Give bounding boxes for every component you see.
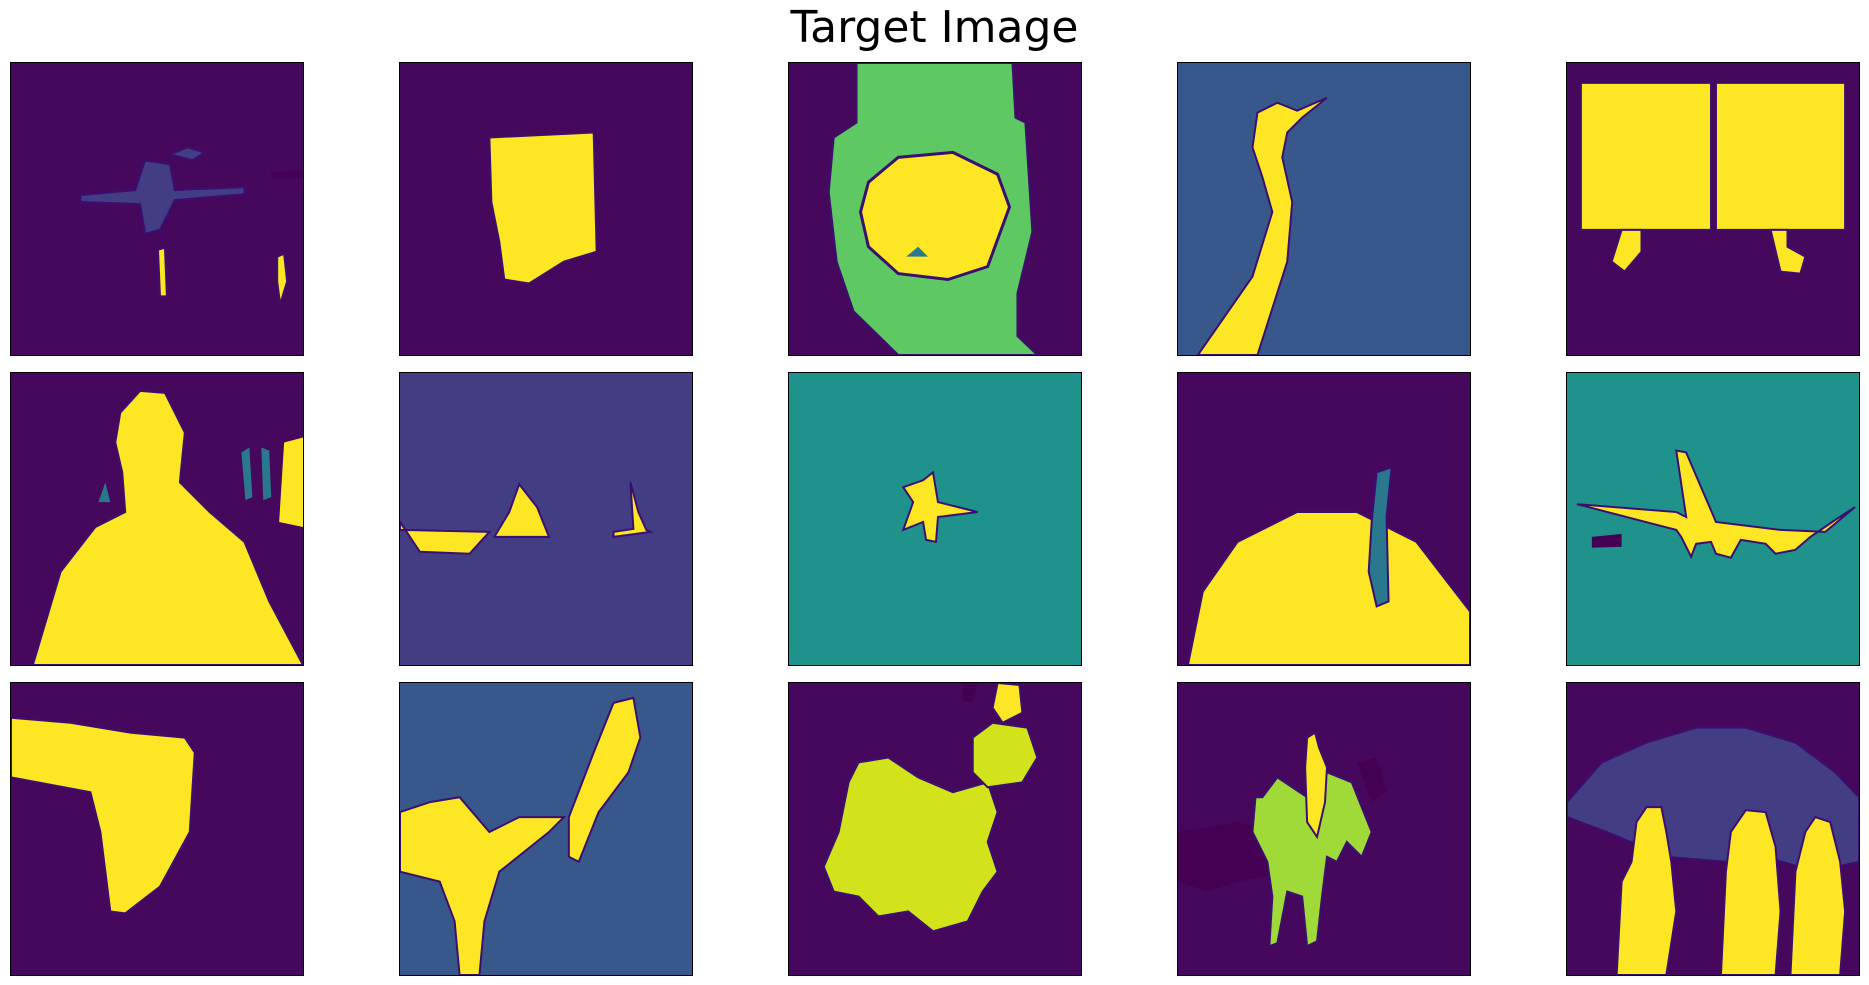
- segmentation-panel: [1566, 372, 1860, 666]
- segmentation-mask: [400, 373, 692, 665]
- segmentation-mask: [789, 683, 1081, 975]
- segmentation-mask: [1567, 63, 1859, 355]
- segmentation-mask: [1178, 683, 1470, 975]
- segmentation-panel: [1177, 682, 1471, 976]
- segmentation-mask: [400, 683, 692, 975]
- segmentation-panel: [1566, 682, 1860, 976]
- segmentation-panel: [10, 372, 304, 666]
- segmentation-panel: [399, 62, 693, 356]
- segmentation-panel: [1177, 62, 1471, 356]
- segmentation-panel: [788, 682, 1082, 976]
- segmentation-panel: [10, 62, 304, 356]
- segmentation-panel: [1566, 62, 1860, 356]
- segmentation-mask: [1178, 63, 1470, 355]
- segmentation-panel: [10, 682, 304, 976]
- segmentation-mask: [11, 373, 303, 665]
- segmentation-panel: [1177, 372, 1471, 666]
- segmentation-mask: [11, 63, 303, 355]
- segmentation-mask: [1178, 373, 1470, 665]
- figure-title: Target Image: [790, 2, 1079, 53]
- segmentation-mask: [400, 63, 692, 355]
- image-grid: [10, 62, 1862, 976]
- segmentation-mask: [789, 373, 1081, 665]
- segmentation-mask: [11, 683, 303, 975]
- segmentation-panel: [788, 62, 1082, 356]
- segmentation-mask: [1567, 683, 1859, 975]
- segmentation-panel: [788, 372, 1082, 666]
- segmentation-mask: [789, 63, 1081, 355]
- segmentation-mask: [1567, 373, 1859, 665]
- segmentation-panel: [399, 372, 693, 666]
- segmentation-panel: [399, 682, 693, 976]
